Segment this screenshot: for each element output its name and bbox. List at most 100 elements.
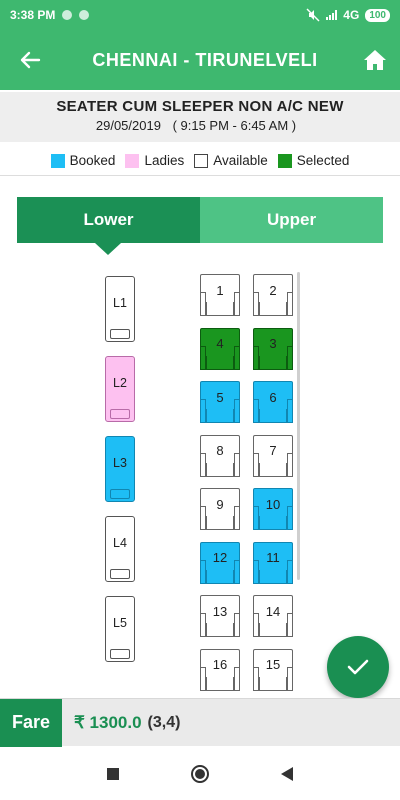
tab-upper-label: Upper — [266, 210, 317, 229]
tab-upper[interactable]: Upper — [200, 197, 383, 243]
seat-cushion — [259, 569, 287, 584]
check-icon — [347, 659, 369, 675]
back-nav-icon[interactable] — [280, 766, 294, 782]
system-nav-bar — [0, 748, 400, 800]
sleeper-berth-l2[interactable]: L2 — [105, 356, 135, 422]
seat-10[interactable]: 10 — [253, 488, 293, 532]
seat-armrest — [200, 399, 206, 423]
berth-pillow — [110, 409, 130, 419]
seat-13[interactable]: 13 — [200, 595, 240, 639]
sleeper-berth-l1[interactable]: L1 — [105, 276, 135, 342]
deck-tabs: Lower Upper — [17, 197, 383, 255]
seat-armrest — [200, 613, 206, 637]
trip-schedule: 29/05/2019 ( 9:15 PM - 6:45 AM ) — [0, 118, 400, 133]
legend-available: Available — [194, 153, 268, 168]
seat-cushion — [206, 302, 234, 316]
seat-cushion — [259, 355, 287, 370]
seat-14[interactable]: 14 — [253, 595, 293, 639]
page-title: CHENNAI - TIRUNELVELI — [92, 49, 318, 70]
seat-legend: Booked Ladies Available Selected — [0, 146, 400, 176]
trip-timing: ( 9:15 PM - 6:45 AM ) — [172, 118, 297, 133]
seat-armrest — [253, 613, 259, 637]
back-button[interactable] — [0, 30, 60, 90]
sleeper-berth-l4[interactable]: L4 — [105, 516, 135, 582]
app-bar: CHENNAI - TIRUNELVELI — [0, 30, 400, 90]
status-time: 3:38 PM — [10, 8, 56, 22]
seat-armrest — [287, 399, 293, 423]
legend-label: Booked — [69, 153, 116, 168]
seat-armrest — [287, 452, 293, 477]
home-button[interactable] — [350, 30, 400, 90]
notification-icon — [79, 10, 90, 20]
seat-4[interactable]: 4 — [200, 327, 240, 372]
booked-swatch — [50, 153, 65, 168]
seat-armrest — [253, 292, 259, 316]
seat-armrest — [234, 613, 240, 637]
tab-lower[interactable]: Lower — [17, 197, 200, 255]
fare-amount: ₹ 1300.0 — [74, 712, 142, 732]
recents-icon[interactable] — [106, 767, 120, 781]
legend-ladies: Ladies — [125, 153, 184, 168]
seat-11[interactable]: 11 — [253, 541, 293, 586]
battery-icon: 100 — [365, 8, 390, 22]
berth-label: L4 — [113, 536, 127, 550]
seat-5[interactable]: 5 — [200, 381, 240, 425]
seat-armrest — [200, 506, 206, 530]
trip-date: 29/05/2019 — [95, 118, 161, 133]
seat-armrest — [234, 399, 240, 423]
seat-armrest — [253, 452, 259, 477]
seat-armrest — [253, 666, 259, 691]
home-nav-icon[interactable] — [190, 764, 210, 784]
seat-armrest — [200, 345, 206, 370]
seat-16[interactable]: 16 — [200, 648, 240, 693]
available-swatch — [194, 153, 209, 168]
sleeper-berth-l5[interactable]: L5 — [105, 596, 135, 662]
mute-icon — [306, 8, 320, 22]
fare-bar: Fare ₹ 1300.0 (3,4) — [0, 698, 400, 747]
seat-armrest — [200, 452, 206, 477]
seat-cushion — [206, 676, 234, 691]
seat-15[interactable]: 15 — [253, 648, 293, 693]
selected-seats: (3,4) — [147, 713, 181, 731]
sleeper-berth-l3[interactable]: L3 — [105, 436, 135, 502]
seat-2[interactable]: 2 — [253, 274, 293, 318]
signal-icon — [326, 10, 338, 20]
seat-armrest — [200, 666, 206, 691]
berth-pillow — [110, 489, 130, 499]
seat-armrest — [253, 559, 259, 584]
seat-cushion — [259, 516, 287, 530]
seat-12[interactable]: 12 — [200, 541, 240, 586]
berth-label: L2 — [113, 376, 127, 390]
seat-armrest — [200, 292, 206, 316]
seat-cushion — [206, 569, 234, 584]
seat-armrest — [287, 559, 293, 584]
seat-1[interactable]: 1 — [200, 274, 240, 318]
back-arrow-icon — [20, 51, 41, 69]
confirm-button[interactable] — [327, 636, 389, 698]
berth-pillow — [110, 649, 130, 659]
selected-swatch — [277, 153, 292, 168]
berth-label: L5 — [113, 616, 127, 630]
trip-info: SEATER CUM SLEEPER NON A/C NEW 29/05/201… — [0, 92, 400, 142]
seat-9[interactable]: 9 — [200, 488, 240, 532]
seat-3[interactable]: 3 — [253, 327, 293, 372]
seat-8[interactable]: 8 — [200, 434, 240, 479]
legend-label: Available — [213, 153, 268, 168]
seat-cushion — [259, 462, 287, 477]
seat-armrest — [234, 559, 240, 584]
seat-armrest — [234, 292, 240, 316]
seat-cushion — [206, 462, 234, 477]
seat-armrest — [253, 399, 259, 423]
seat-6[interactable]: 6 — [253, 381, 293, 425]
notification-icon — [62, 10, 73, 20]
seat-map-scrollbar[interactable] — [297, 272, 300, 580]
seat-7[interactable]: 7 — [253, 434, 293, 479]
seat-armrest — [287, 666, 293, 691]
seat-armrest — [287, 345, 293, 370]
seat-armrest — [234, 666, 240, 691]
seat-armrest — [234, 506, 240, 530]
active-tab-pointer — [95, 243, 121, 255]
seat-armrest — [200, 559, 206, 584]
seat-armrest — [234, 345, 240, 370]
seat-cushion — [206, 516, 234, 530]
